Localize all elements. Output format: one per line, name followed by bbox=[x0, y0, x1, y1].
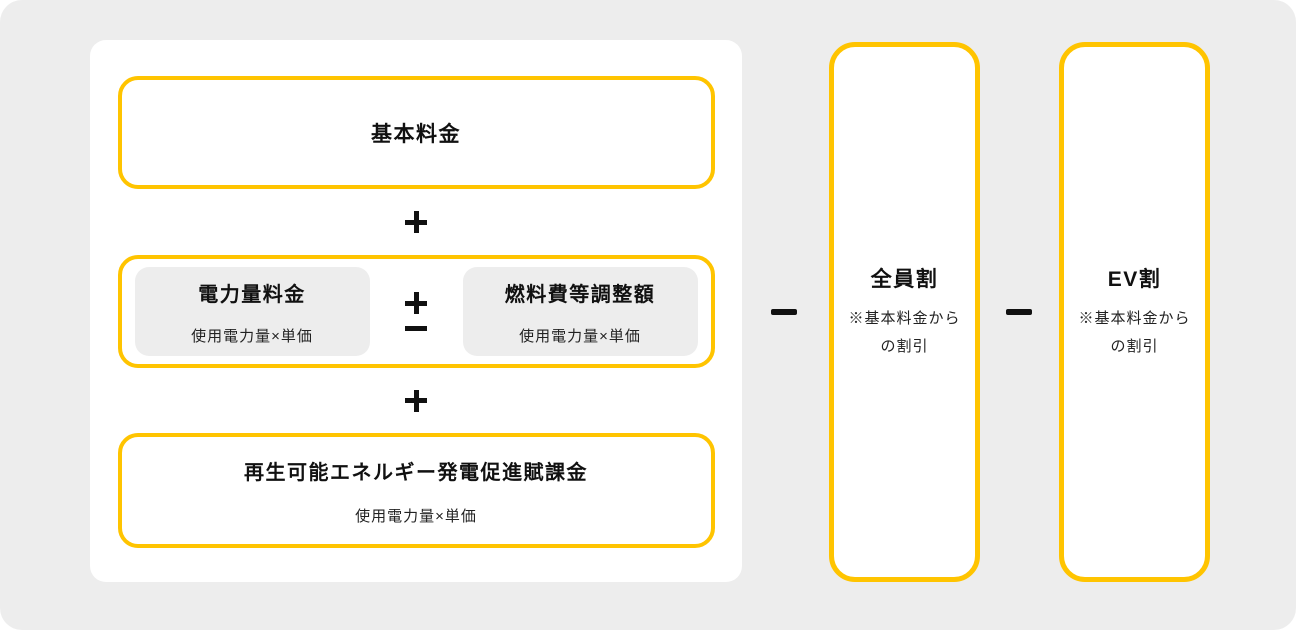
zenin-wari-note-line1: ※基本料金から bbox=[848, 310, 961, 327]
zenin-wari-discount-box: 全員割 ※基本料金から の割引 bbox=[829, 42, 980, 582]
energy-charge-title: 電力量料金 bbox=[198, 283, 306, 306]
ev-wari-title: EV割 bbox=[1107, 268, 1162, 291]
ev-wari-note-line2: の割引 bbox=[1110, 338, 1159, 355]
energy-charge-subtitle: 使用電力量×単価 bbox=[191, 327, 313, 345]
minus-icon bbox=[1006, 309, 1032, 315]
fuel-adjustment-subtitle: 使用電力量×単価 bbox=[519, 327, 641, 345]
plus-icon bbox=[405, 389, 427, 412]
charges-panel: 基本料金 電力量料金 使用電力量×単価 燃料費等調整額 使用電力量×単価 再生可… bbox=[90, 40, 742, 582]
energy-charge-box: 電力量料金 使用電力量×単価 bbox=[134, 267, 370, 356]
ev-wari-note: ※基本料金から の割引 bbox=[1078, 305, 1190, 361]
usage-charges-box: 電力量料金 使用電力量×単価 燃料費等調整額 使用電力量×単価 bbox=[117, 255, 715, 368]
fuel-adjustment-title: 燃料費等調整額 bbox=[504, 283, 656, 306]
basic-fee-title: 基本料金 bbox=[371, 122, 461, 146]
plus-icon bbox=[405, 292, 427, 314]
operator-row bbox=[405, 189, 427, 255]
fuel-adjustment-box: 燃料費等調整額 使用電力量×単価 bbox=[462, 267, 698, 356]
zenin-wari-title: 全員割 bbox=[870, 268, 939, 291]
renewable-levy-box: 再生可能エネルギー発電促進賦課金 使用電力量×単価 bbox=[117, 433, 715, 548]
plus-icon bbox=[405, 211, 427, 233]
basic-fee-box: 基本料金 bbox=[117, 76, 715, 189]
plus-minus-icon bbox=[405, 292, 427, 331]
minus-icon bbox=[771, 309, 797, 315]
operator-row bbox=[405, 368, 427, 433]
renewable-levy-title: 再生可能エネルギー発電促進賦課金 bbox=[244, 461, 588, 484]
ev-wari-note-line1: ※基本料金から bbox=[1078, 310, 1191, 327]
zenin-wari-note: ※基本料金から の割引 bbox=[848, 305, 960, 361]
ev-wari-discount-box: EV割 ※基本料金から の割引 bbox=[1059, 42, 1210, 582]
zenin-wari-note-line2: の割引 bbox=[880, 338, 929, 355]
minus-icon bbox=[405, 326, 427, 331]
renewable-levy-subtitle: 使用電力量×単価 bbox=[355, 507, 477, 525]
